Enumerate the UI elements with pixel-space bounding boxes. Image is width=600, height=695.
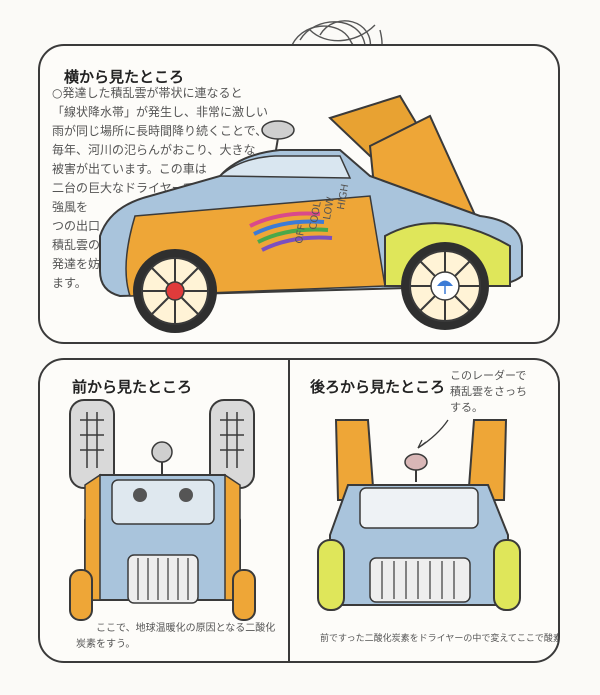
- description-line: ○発達した積乱雲が帯状に連なると: [52, 86, 243, 100]
- car-front-drawing: [69, 399, 256, 621]
- side-view-title: 横から見たところ: [64, 68, 185, 86]
- description-line: 発達を妨: [52, 257, 101, 271]
- rear-view-title: 後ろから見たところ: [310, 378, 446, 396]
- side-view-panel: 横から見たところ ○発達した積乱雲が帯状に連なると 「線状降水帯」が発生し、非常…: [38, 44, 560, 344]
- description-line: つの出口: [52, 219, 101, 233]
- front-caption-line: 炭素をすう。: [76, 639, 136, 650]
- front-and-rear-panel: 前から見たところ ここで、地球温暖化の原因となる二酸化 炭素をすう。 後ろから見…: [38, 358, 560, 663]
- description-line: 毎年、河川の氾らんがおこり、大きな: [52, 143, 256, 157]
- car-side-drawing: [99, 94, 523, 333]
- front-view-title: 前から見たところ: [72, 378, 193, 396]
- description-line: 雨が同じ場所に長時間降り続くことで、: [52, 124, 268, 138]
- rear-caption: 前ですった二酸化炭素をドライヤーの中で変えてここで酸素を出すから環境にやさしい。: [320, 634, 558, 644]
- description-line: 二台の巨大なドライヤーで: [52, 181, 195, 195]
- description-line: 積乱雲の: [52, 238, 101, 252]
- radar-note-line: 積乱雲をさっち: [450, 385, 527, 398]
- panel-divider: [288, 360, 290, 661]
- car-rear-drawing: [317, 419, 521, 611]
- radar-note-line: する。: [450, 401, 483, 414]
- description-line: 「線状降水帯」が発生し、非常に激しい: [52, 105, 269, 119]
- radar-note-line: このレーダーで: [450, 369, 527, 382]
- description-line: ます。: [52, 276, 87, 290]
- description-line: 強風を: [52, 200, 89, 214]
- description-line: 被害が出ています。この車は: [52, 162, 207, 176]
- dial-label-off: OFF: [293, 223, 309, 245]
- front-caption-line: ここで、地球温暖化の原因となる二酸化: [96, 623, 276, 634]
